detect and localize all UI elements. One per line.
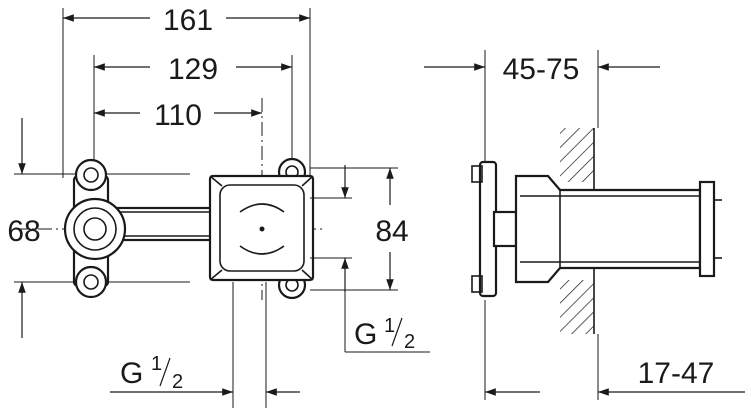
wall-hatch-top <box>560 128 594 182</box>
side-view <box>471 50 722 400</box>
box-corner-line <box>301 175 314 187</box>
side-cap <box>698 180 716 278</box>
thread-right-sub: 2 <box>404 331 415 353</box>
thread-right-sup: 1 <box>384 315 395 337</box>
top-mounting-hole <box>83 167 99 183</box>
thread-left-sub: 2 <box>172 371 183 393</box>
center-point <box>259 226 265 232</box>
dim-label-129: 129 <box>168 53 218 86</box>
front-view <box>14 8 430 408</box>
thread-left-fraction-bar <box>159 357 171 387</box>
top-mounting-lug <box>74 158 108 192</box>
wall-hatch-bottom <box>560 280 594 334</box>
side-dimensions: 45-75 17-47 <box>424 53 745 396</box>
bottom-mounting-lug <box>74 265 108 299</box>
flow-arc-bottom <box>239 245 285 255</box>
thread-left-sup: 1 <box>151 353 162 375</box>
dim-label-17-47: 17-47 <box>638 357 715 390</box>
dim-label-84: 84 <box>375 215 408 248</box>
thread-left-main: G <box>120 357 143 390</box>
side-lug-top <box>471 165 483 183</box>
dim-label-161: 161 <box>163 4 213 37</box>
thread-label-right: G 1 2 <box>354 315 415 353</box>
thread-right-fraction-bar <box>391 317 403 347</box>
side-lug-bottom <box>471 275 483 293</box>
box-corner-line <box>301 269 314 281</box>
left-inlet-bore <box>83 217 107 241</box>
dim-label-110: 110 <box>154 99 202 132</box>
box-corner-line <box>209 269 223 281</box>
dim-label-45-75: 45-75 <box>503 53 580 86</box>
flow-arc-top <box>239 203 285 213</box>
dim-label-68: 68 <box>7 215 40 248</box>
thread-label-left: G 1 2 <box>120 353 183 393</box>
box-corner-line <box>209 175 223 187</box>
valve-body-inner <box>219 184 305 272</box>
side-stub <box>492 210 518 248</box>
side-valve-body <box>514 174 702 284</box>
thread-right-main: G <box>354 318 377 351</box>
front-dimensions: 161 129 110 68 84 <box>7 4 409 396</box>
left-inlet-ring <box>73 207 117 251</box>
bottom-mounting-hole <box>83 274 99 290</box>
